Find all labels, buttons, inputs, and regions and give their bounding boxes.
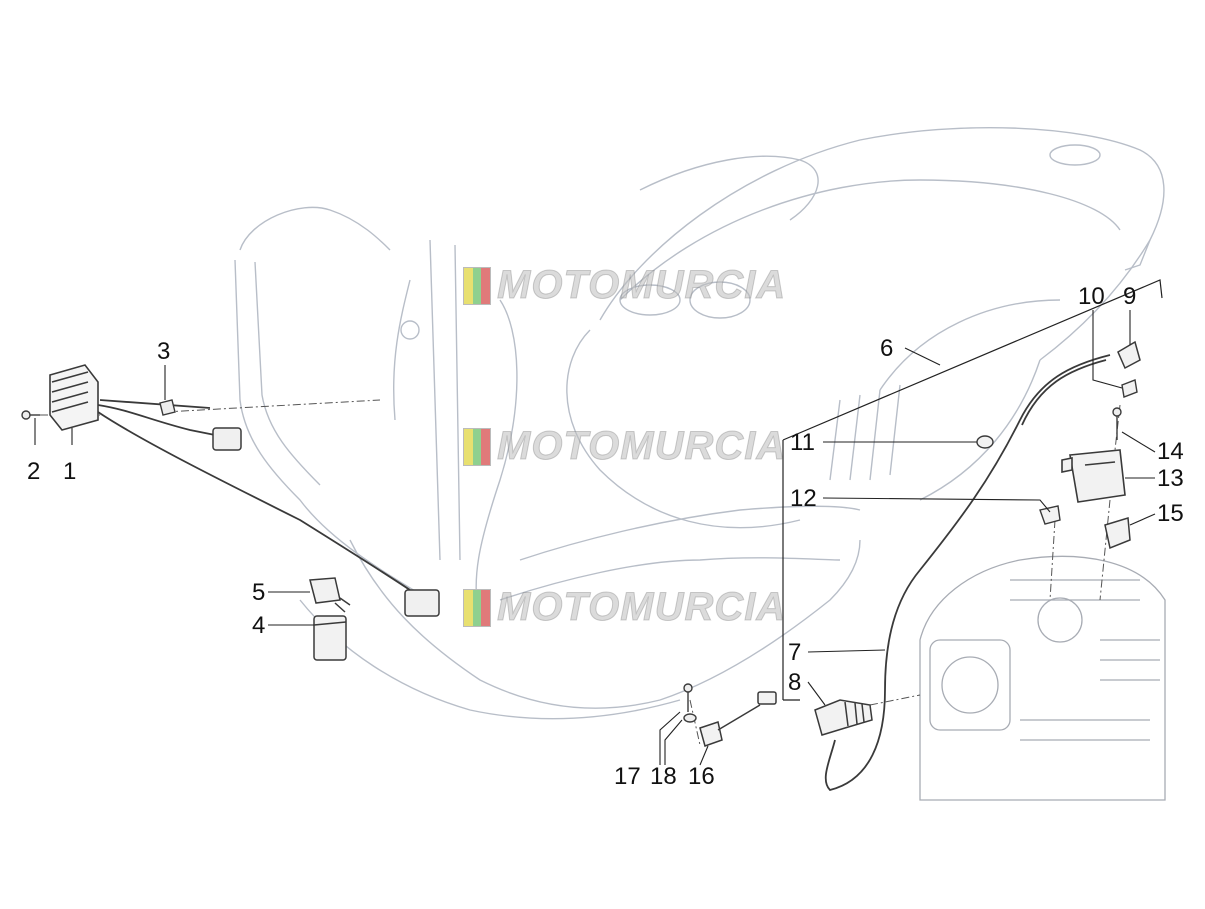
- screw-part-17: [683, 683, 693, 712]
- flag-stripe: [472, 589, 482, 626]
- flag-stripe: [481, 267, 491, 304]
- watermark-flag: [463, 427, 491, 466]
- clip-part-12: [1039, 505, 1061, 525]
- callout-13: 13: [1157, 465, 1184, 492]
- callout-15: 15: [1157, 500, 1184, 527]
- leader-lines: [34, 310, 1156, 766]
- voltage-regulator: [49, 364, 99, 431]
- watermark-text: MOTOMURCIA: [496, 424, 787, 469]
- watermark-flag: [463, 266, 491, 305]
- flag-stripe: [481, 428, 491, 465]
- callout-4: 4: [252, 612, 266, 639]
- engine-block: [919, 555, 1166, 801]
- sensor-part-16: [699, 691, 777, 747]
- group-bracket-6: [782, 279, 1163, 701]
- clip-part-3: [159, 399, 176, 416]
- flag-stripe: [464, 589, 473, 626]
- flag-stripe: [472, 428, 482, 465]
- bracket-part-15: [1104, 517, 1131, 550]
- callout-10: 10: [1078, 283, 1105, 310]
- scooter-body-outline: [234, 126, 1165, 720]
- ignition-coil-part-13: [1061, 449, 1126, 503]
- callout-2: 2: [27, 458, 41, 485]
- callout-1: 1: [63, 458, 77, 485]
- callout-3: 3: [157, 338, 171, 365]
- relay-part-4: [313, 615, 347, 661]
- callout-11: 11: [790, 429, 815, 456]
- callout-18: 18: [650, 763, 677, 790]
- watermark-logo: MOTOMURCIA: [463, 585, 786, 630]
- callout-8: 8: [788, 669, 802, 696]
- spark-plug-cap-part-9: [1117, 340, 1141, 370]
- callout-16: 16: [688, 763, 715, 790]
- callout-17: 17: [614, 763, 641, 790]
- flag-stripe: [481, 589, 491, 626]
- callout-9: 9: [1123, 283, 1137, 310]
- regulator-wiring: [97, 399, 411, 591]
- watermark-flag: [463, 588, 491, 627]
- callout-6: 6: [880, 335, 894, 362]
- flag-stripe: [472, 267, 482, 304]
- watermark-logo: MOTOMURCIA: [463, 263, 786, 308]
- watermark-text: MOTOMURCIA: [496, 263, 787, 308]
- relay-holder-part-5: [309, 577, 351, 613]
- watermark-text: MOTOMURCIA: [496, 585, 787, 630]
- ht-cable: [824, 354, 1111, 791]
- flag-stripe: [464, 428, 473, 465]
- cap-terminal-part-10: [1121, 379, 1138, 398]
- watermark-logo: MOTOMURCIA: [463, 424, 786, 469]
- sensor-part-8: [814, 699, 873, 736]
- callout-12: 12: [790, 485, 817, 512]
- washer-part-18: [683, 713, 697, 723]
- flag-stripe: [464, 267, 473, 304]
- bolt-part-14: [1112, 407, 1122, 440]
- callout-7: 7: [788, 639, 802, 666]
- callout-5: 5: [252, 579, 266, 606]
- harness-connectors: [212, 427, 440, 617]
- callout-14: 14: [1157, 438, 1184, 465]
- screw-part-2: [21, 410, 40, 420]
- grommet-part-11: [976, 435, 994, 449]
